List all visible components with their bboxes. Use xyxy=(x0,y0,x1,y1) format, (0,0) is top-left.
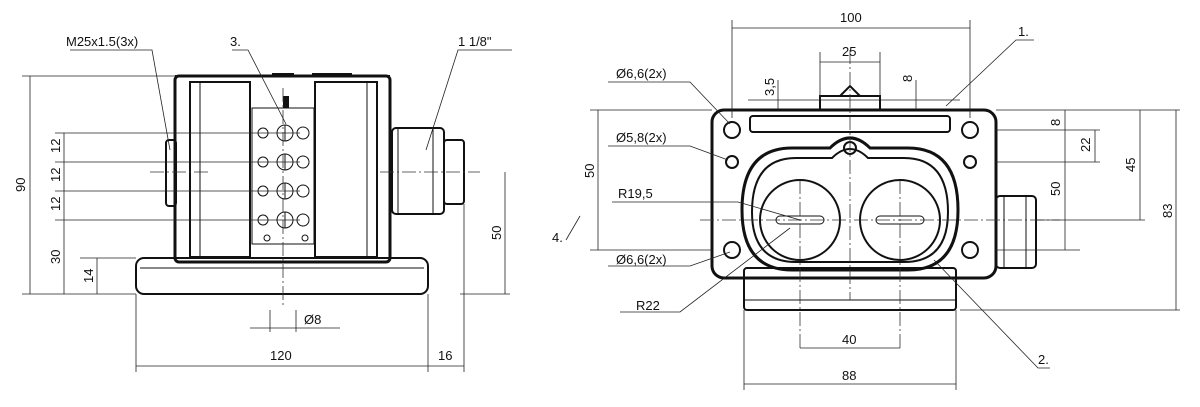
inner-cavity xyxy=(740,136,960,272)
dim-3-5: 3,5 xyxy=(762,78,777,96)
dim-12c: 12 xyxy=(48,197,63,211)
left-view: M25x1.5(3x) 3. 1 1/8" 90 12 12 12 30 14 … xyxy=(13,34,512,372)
radius-195: R19,5 xyxy=(618,186,653,201)
hole-58: Ø5,8(2x) xyxy=(616,130,667,145)
dim-45: 45 xyxy=(1123,158,1138,172)
dim-14: 14 xyxy=(81,269,96,283)
hole-66-bot: Ø6,6(2x) xyxy=(616,252,667,267)
left-gland xyxy=(165,139,177,207)
dim-8-top: 8 xyxy=(900,75,915,82)
dim-50-right: 50 xyxy=(1048,182,1063,196)
dim-50: 50 xyxy=(489,226,504,240)
left-base-plate xyxy=(135,257,429,295)
dim-40: 40 xyxy=(842,332,856,347)
right-view: 100 25 3,5 8 1. Ø6,6(2x) Ø5,8(2x) R19,5 … xyxy=(552,10,1180,390)
dim-25: 25 xyxy=(842,44,856,59)
right-base xyxy=(743,267,957,311)
dim-8-right: 8 xyxy=(1048,119,1063,126)
callout-1: 1. xyxy=(1018,24,1029,39)
dim-phi8: Ø8 xyxy=(304,312,321,327)
side-port xyxy=(995,195,1037,269)
callout-4: 4. xyxy=(552,230,563,245)
radius-22: R22 xyxy=(636,298,660,313)
port-label: 1 1/8" xyxy=(458,34,492,49)
dim-12b: 12 xyxy=(48,168,63,182)
dim-88: 88 xyxy=(842,368,856,383)
right-port xyxy=(391,127,465,215)
mounting-holes xyxy=(723,121,979,259)
dim-30: 30 xyxy=(48,250,63,264)
dim-100: 100 xyxy=(840,10,862,25)
dim-90: 90 xyxy=(13,178,28,192)
thread-label: M25x1.5(3x) xyxy=(66,34,138,49)
callout-3: 3. xyxy=(230,34,241,49)
dim-50-left: 50 xyxy=(582,164,597,178)
dim-12a: 12 xyxy=(48,139,63,153)
dim-83: 83 xyxy=(1160,204,1175,218)
callout-2: 2. xyxy=(1038,352,1049,367)
dim-120: 120 xyxy=(270,348,292,363)
dim-16: 16 xyxy=(438,348,452,363)
hole-66-top: Ø6,6(2x) xyxy=(616,66,667,81)
dim-22: 22 xyxy=(1078,138,1093,152)
